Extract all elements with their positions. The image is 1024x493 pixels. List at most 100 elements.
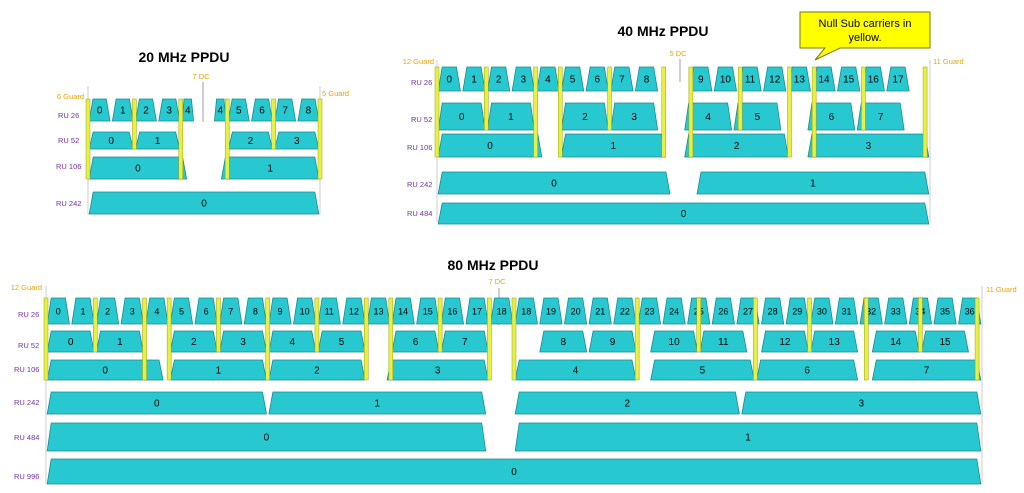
ppdu40-ru26-label: 8 <box>644 75 650 86</box>
ppdu80-ru52-label: 2 <box>191 337 197 348</box>
ppdu80-ru106-block <box>756 359 859 381</box>
ppdu40-ru26-block <box>462 66 486 92</box>
ppdu20-ru26-label: 2 <box>143 106 149 117</box>
ppdu80-ru26-block <box>563 297 588 325</box>
ppdu20-ru26-block <box>135 98 157 122</box>
ppdu80-ru26-block <box>539 297 563 325</box>
ppdu80-ru26-label: 1 <box>80 307 85 317</box>
ppdu40-ru106-label: 3 <box>866 141 872 152</box>
ppdu40-null-subcarrier <box>688 66 694 158</box>
ppdu20-ru106-label: 1 <box>267 164 273 175</box>
ppdu40-guard-left: 12 Guard <box>403 57 434 66</box>
ppdu80-ru26-label: 28 <box>768 307 778 317</box>
ppdu40-ru106-label: 1 <box>610 141 616 152</box>
ppdu80-ru26-label: 26 <box>718 307 728 317</box>
ppdu40-label-ru106: RU 106 <box>407 143 432 152</box>
ppdu40-ru26-label: 4 <box>545 75 551 86</box>
ppdu40-ru106-label: 0 <box>487 141 493 152</box>
ppdu40-null-subcarrier <box>811 66 817 158</box>
ppdu80-ru52-block <box>650 330 699 353</box>
ppdu20-ru26-block <box>251 98 273 122</box>
ppdu80-ru26-block <box>342 297 366 325</box>
ppdu80-ru52-block <box>46 330 95 353</box>
ppdu80-ru26-label: 10 <box>300 307 310 317</box>
ppdu80-ru26-block <box>243 297 267 325</box>
ppdu80-ru26-label: 6 <box>204 307 209 317</box>
ppdu40-ru26-label: 13 <box>794 75 806 86</box>
ppdu80-ru26-block <box>785 297 809 325</box>
ppdu80-ru106-label: 2 <box>314 366 320 377</box>
ppdu40-ru52-label: 0 <box>459 112 465 123</box>
ppdu20-title: 20 MHz PPDU <box>138 49 229 65</box>
ppdu20-ru26-label: 4 <box>217 106 223 117</box>
ppdu80-ru52-label: 3 <box>240 337 246 348</box>
ppdu80-ru26-block <box>440 297 465 325</box>
ppdu40-ru26-label: 7 <box>619 75 625 86</box>
ppdu80-ru52-label: 1 <box>117 337 123 348</box>
ppdu80-ru26-block <box>884 297 908 325</box>
ppdu40-ru26-label: 12 <box>769 75 781 86</box>
ppdu80-ru26-label: 24 <box>669 307 679 317</box>
ppdu80-ru484-block <box>46 422 487 452</box>
ppdu80-ru52-block <box>268 330 317 353</box>
ppdu40-ru26-label: 11 <box>745 75 756 86</box>
ppdu40-ru242-label: 1 <box>810 179 816 190</box>
ppdu40-ru52-label: 7 <box>878 112 884 123</box>
ppdu40-ru242-block <box>437 171 671 195</box>
ppdu40-null-subcarrier <box>434 66 440 158</box>
ppdu80-ru52-block <box>95 330 144 353</box>
ppdu80-ru52-block <box>871 330 920 353</box>
ppdu80-ru26-label: 20 <box>571 307 581 317</box>
ppdu80-guard-left: 12 Guard <box>11 283 42 292</box>
ppdu80-ru106-block <box>46 359 164 381</box>
ppdu80-ru242-block <box>268 391 487 415</box>
ppdu40-null-subcarrier <box>861 66 866 131</box>
ppdu80-ru484-label: 1 <box>745 433 751 444</box>
ppdu20-ru242-block <box>88 191 320 215</box>
ppdu20-label-ru106: RU 106 <box>56 162 81 171</box>
ppdu40-label-ru242: RU 242 <box>407 180 432 189</box>
ppdu20-label-ru242: RU 242 <box>56 199 81 208</box>
ppdu20-guard-right: 5 Guard <box>322 89 349 98</box>
ppdu80-null-subcarrier <box>753 297 758 381</box>
ppdu80-ru26-label: 7 <box>228 307 233 317</box>
ppdu20-ru26-block <box>214 98 227 122</box>
ppdu80-null-subcarrier <box>363 297 369 381</box>
ppdu20-ru26-label: 1 <box>120 106 126 117</box>
ppdu80-ru106-label: 5 <box>700 366 706 377</box>
ppdu40-ru52-label: 4 <box>705 112 711 123</box>
ppdu80-null-subcarrier <box>388 297 394 381</box>
ppdu40-null-subcarrier <box>533 66 538 158</box>
ppdu80-ru52-label: 8 <box>560 337 566 348</box>
ppdu80-ru26-label: 5 <box>179 307 184 317</box>
ppdu80-ru26-label: 12 <box>349 307 359 317</box>
ppdu80-null-subcarrier <box>216 297 221 353</box>
ppdu80-ru106-label: 7 <box>924 366 930 377</box>
ppdu80-ru26-label: 36 <box>965 307 975 317</box>
ppdu40-ru26-label: 9 <box>698 75 704 86</box>
ppdu20-ru26-label: 5 <box>236 106 242 117</box>
ppdu40-null-subcarrier <box>661 66 667 158</box>
ppdu20-ru26-label: 0 <box>97 106 103 117</box>
ppdu20-ru26-block <box>297 98 320 122</box>
ppdu40-ru26-block <box>511 66 535 92</box>
ppdu20-guard-left: 6 Guard <box>57 92 84 101</box>
ppdu80-ru26-block <box>120 297 144 325</box>
ppdu80-ru26-label: 0 <box>56 307 61 317</box>
ppdu80-ru242-label: 0 <box>154 399 160 410</box>
ppdu80-ru26-label: 27 <box>743 307 753 317</box>
ppdu40-label-ru484: RU 484 <box>407 209 432 218</box>
ppdu80-ru26-block <box>416 297 440 325</box>
ppdu40-ru106-block <box>684 133 789 158</box>
ppdu80-ru52-label: 5 <box>339 337 345 348</box>
ppdu80-ru26-label: 29 <box>792 307 802 317</box>
ppdu80-ru996-label: 0 <box>511 467 517 478</box>
ppdu40-ru26-label: 16 <box>868 75 880 86</box>
ppdu80-ru26-label: 31 <box>842 307 852 317</box>
ppdu80-ru26-block <box>662 297 686 325</box>
ppdu40-title: 40 MHz PPDU <box>617 23 708 39</box>
ppdu20-ru26-label: 3 <box>166 106 172 117</box>
ppdu80-guard-right: 11 Guard <box>986 285 1017 294</box>
ppdu80-ru26-block <box>71 297 95 325</box>
ppdu20-label-ru26: RU 26 <box>58 111 79 120</box>
